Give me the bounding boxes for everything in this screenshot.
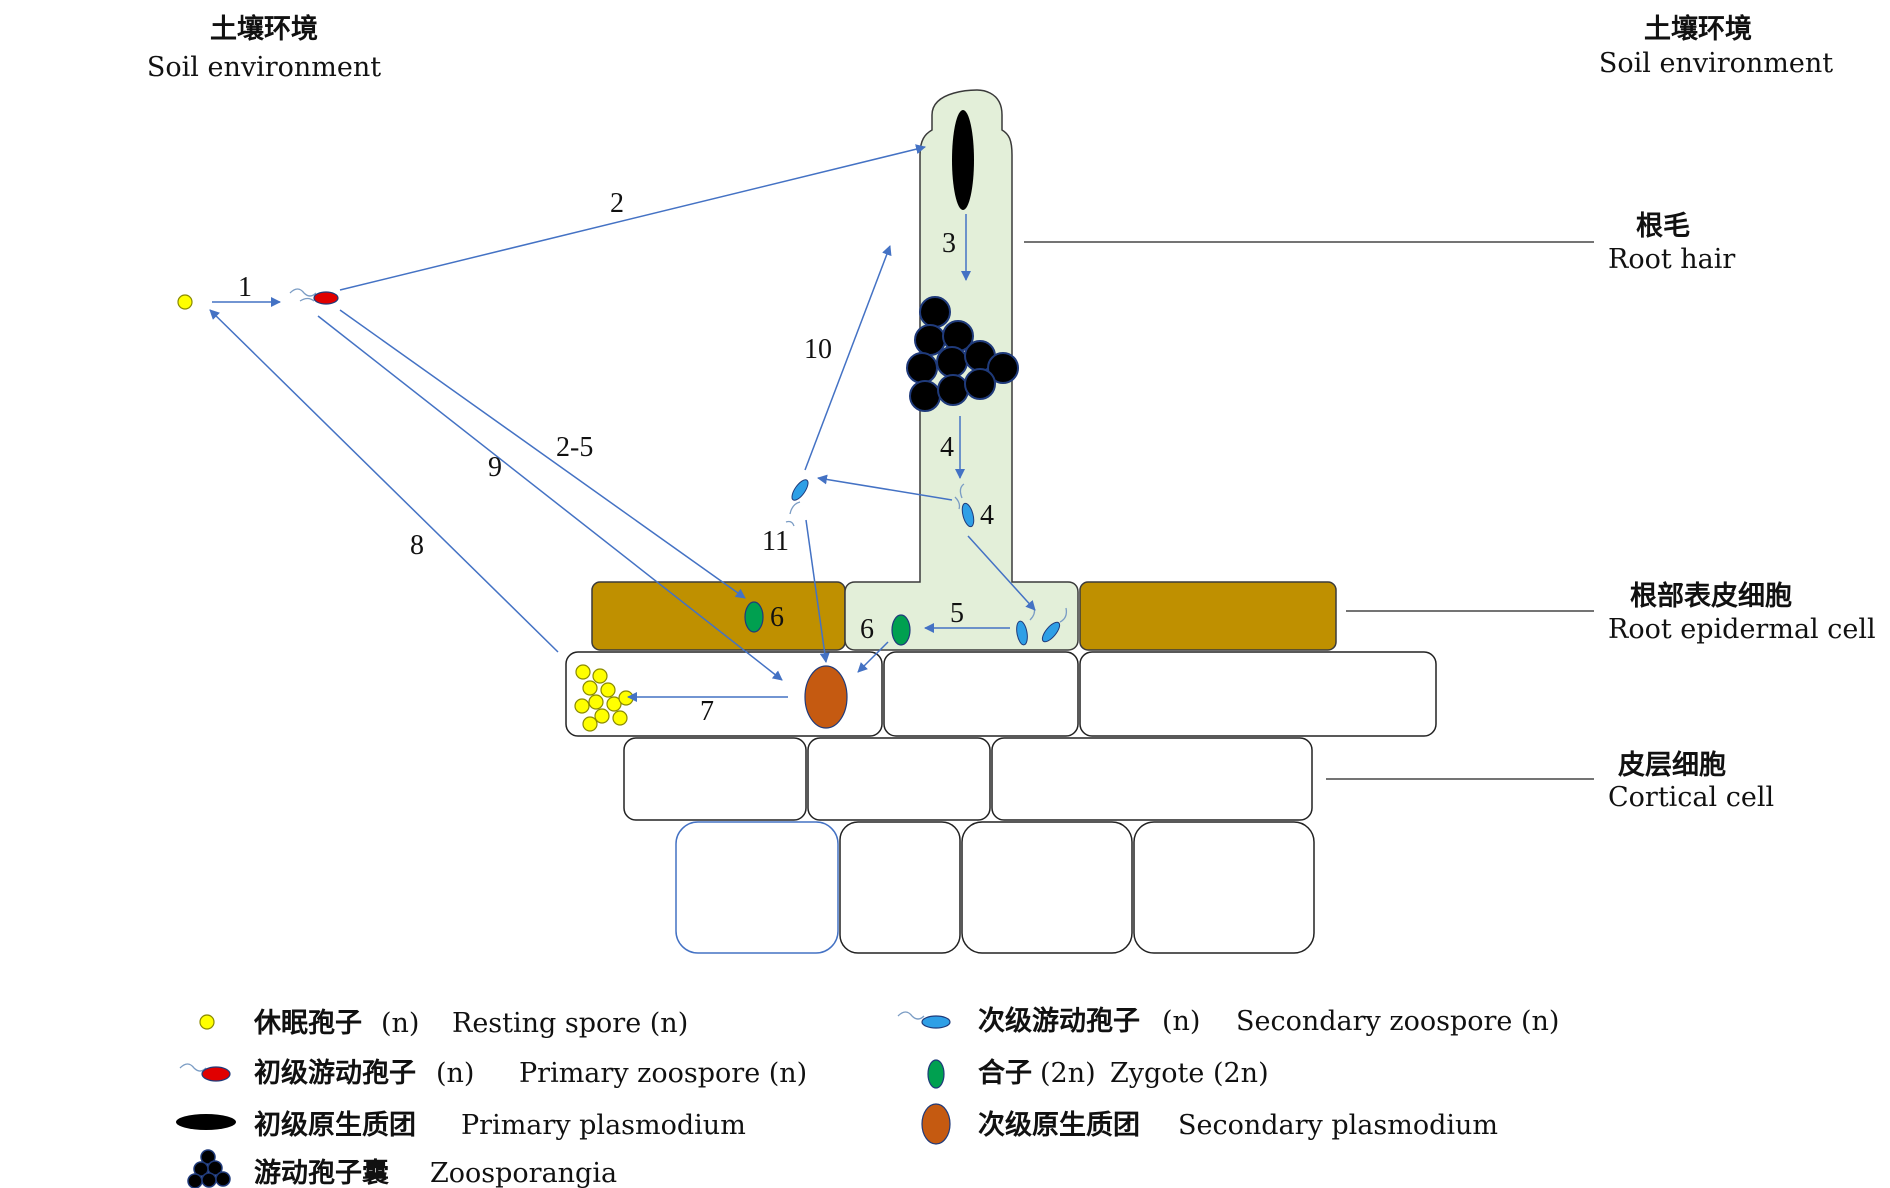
legend-secondary-plas-zh: 次级原生质团: [978, 1109, 1140, 1141]
step-2: 2: [610, 188, 624, 219]
soil-right-zh: 土壤环境: [1644, 13, 1752, 45]
epidermal-zh: 根部表皮细胞: [1630, 580, 1792, 612]
step-11: 11: [762, 526, 789, 557]
step-6-left: 6: [770, 602, 784, 633]
secondary-zoospore: [1041, 607, 1068, 643]
soil-left-en: Soil environment: [147, 52, 381, 83]
root-hair-zh: 根毛: [1636, 211, 1690, 242]
cortical-cell: [991, 737, 1313, 821]
cortical-cell-infected: [565, 651, 883, 737]
step-3: 3: [942, 228, 956, 259]
legend-zygote-suffix: (2n): [1040, 1058, 1096, 1089]
secondary-zoospore: [785, 479, 809, 527]
step-2-5: 2-5: [556, 432, 593, 463]
step-6-right: 6: [860, 614, 874, 645]
legend-primary-plasmodium-icon: [176, 1114, 236, 1130]
secondary-zoospore: [954, 483, 975, 528]
root-hair-en: Root hair: [1608, 244, 1735, 275]
arrow-4-diag: [967, 535, 1036, 611]
step-1: 1: [238, 272, 252, 303]
legend-secondary-zoo-zh: 次级游动孢子: [978, 1005, 1140, 1037]
legend-primary-zoospore-icon: [179, 1063, 231, 1082]
legend-secondary-plas-en: Secondary plasmodium: [1178, 1110, 1498, 1141]
primary-zoospore: [289, 288, 339, 305]
soil-right-en: Soil environment: [1599, 48, 1833, 79]
secondary-plasmodium: [804, 665, 848, 729]
cortical-cell: [675, 821, 839, 954]
legend-zygote-zh: 合子: [978, 1057, 1032, 1089]
cortical-cell: [839, 821, 961, 954]
legend-secondary-plasmodium-icon: [921, 1103, 951, 1145]
epidermal-cell: [1079, 581, 1337, 651]
step-8: 8: [410, 530, 424, 561]
zygote: [891, 614, 911, 646]
arrow-2: [339, 144, 926, 291]
cortical-en: Cortical cell: [1608, 782, 1774, 813]
cortical-cell: [623, 737, 807, 821]
step-5: 5: [950, 598, 964, 629]
legend-resting-suffix: (n): [381, 1008, 419, 1039]
arrow-2-5: [339, 309, 746, 599]
step-7: 7: [700, 696, 714, 727]
cortical-cell: [1079, 651, 1437, 737]
cortical-cell: [883, 651, 1079, 737]
step-9: 9: [488, 452, 502, 483]
zygote: [744, 601, 764, 633]
resting-spore: [177, 294, 193, 310]
legend-resting-en: Resting spore (n): [452, 1008, 688, 1039]
legend-primary-zoo-suffix: (n): [436, 1058, 474, 1089]
cortical-cell: [1133, 821, 1315, 954]
zoosporangia-cluster: [906, 296, 1019, 412]
legend-resting-spore-icon: [199, 1014, 215, 1030]
step-4: 4: [940, 432, 954, 463]
legend-zygote-en: Zygote (2n): [1110, 1058, 1269, 1089]
legend-resting-zh: 休眠孢子: [253, 1007, 362, 1039]
legend-secondary-zoo-suffix: (n): [1162, 1006, 1200, 1037]
epidermal-cell: [591, 581, 846, 651]
epidermal-en: Root epidermal cell: [1608, 614, 1876, 645]
legend-primary-zoo-zh: 初级游动孢子: [254, 1057, 416, 1089]
arrow-9: [317, 315, 783, 681]
legend-zoosporangia-zh: 游动孢子囊: [254, 1157, 389, 1188]
legend-primary-plas-zh: 初级原生质团: [254, 1109, 416, 1141]
primary-plasmodium: [952, 110, 974, 210]
legend-zygote-icon: [927, 1059, 945, 1089]
legend-zoosporangia-en: Zoosporangia: [430, 1158, 617, 1188]
step-4b: 4: [980, 500, 994, 531]
legend-zoosporangia-icon: [187, 1149, 231, 1188]
legend-secondary-zoo-en: Secondary zoospore (n): [1236, 1006, 1559, 1037]
legend-secondary-zoospore-icon: [897, 1011, 951, 1029]
soil-left-zh: 土壤环境: [210, 13, 318, 45]
cortical-cell: [961, 821, 1133, 954]
arrow-11: [805, 519, 830, 663]
legend-primary-zoo-en: Primary zoospore (n): [519, 1058, 807, 1089]
cortical-cell: [807, 737, 991, 821]
step-10: 10: [804, 334, 832, 365]
cortical-zh: 皮层细胞: [1618, 749, 1726, 781]
arrow-4-left: [817, 474, 953, 501]
arrow-10: [804, 245, 892, 471]
arrow-6-right: [857, 641, 889, 673]
legend: 休眠孢子 (n) Resting spore (n) 初级游动孢子 (n) Pr…: [176, 1005, 1559, 1188]
arrow-8: [209, 309, 559, 653]
legend-primary-plas-en: Primary plasmodium: [461, 1110, 746, 1141]
